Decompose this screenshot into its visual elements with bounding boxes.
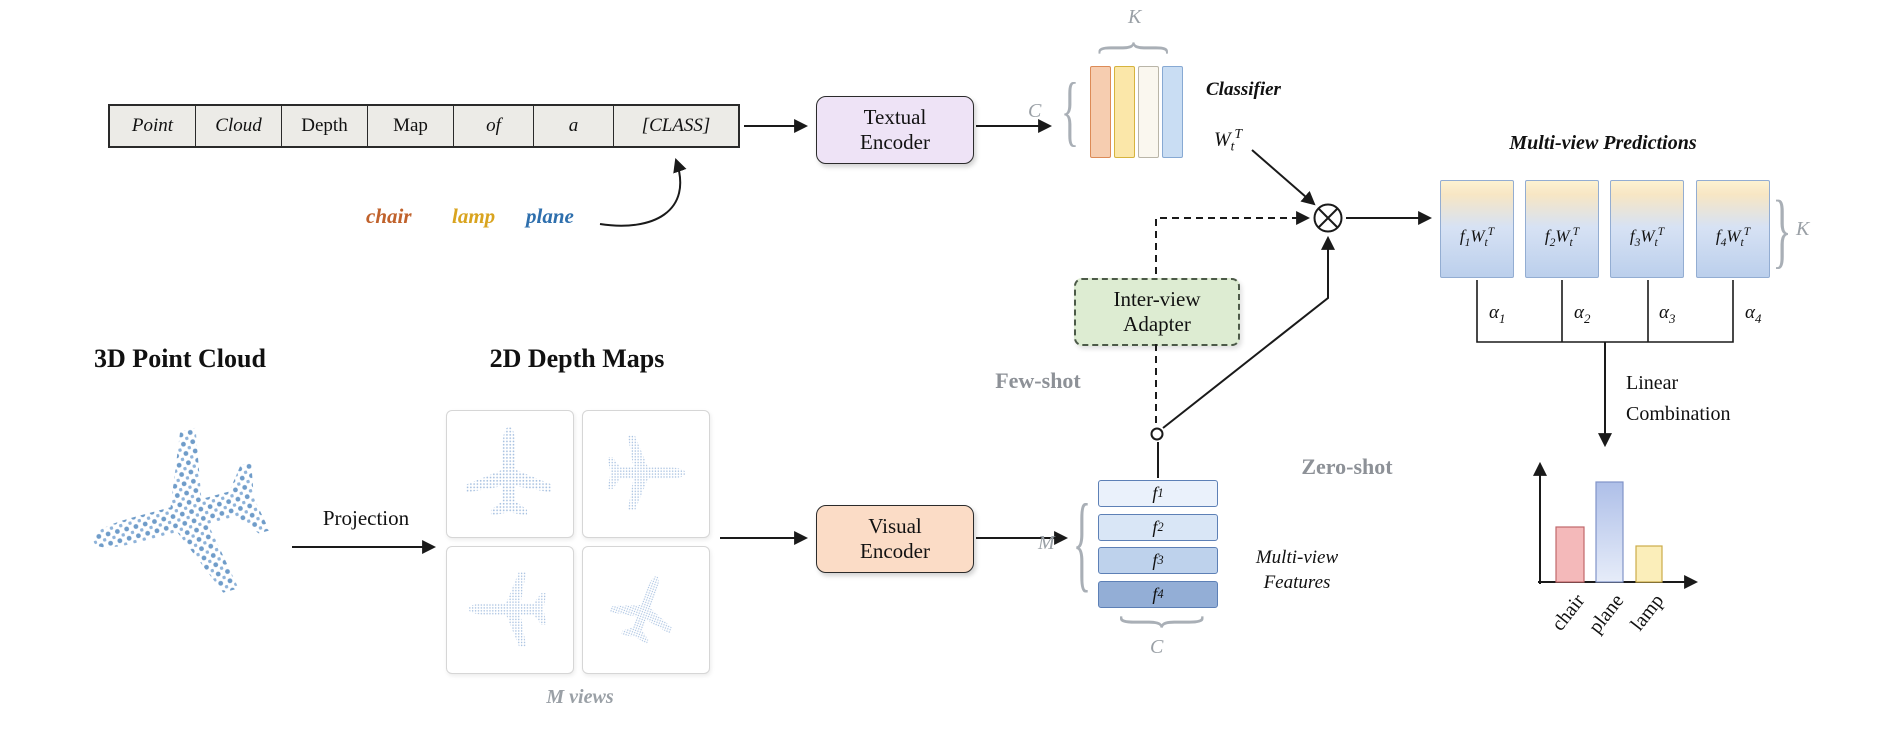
otimes-icon	[1313, 203, 1343, 233]
classifier-weight-label: WtT	[1214, 126, 1243, 154]
classifier-feature-bars	[1090, 66, 1183, 158]
depth-map-plane-top-left	[466, 427, 552, 516]
classifier-bar-3	[1138, 66, 1159, 158]
prompt-cell-a: a	[534, 106, 614, 146]
arrow-plane-word-to-class-cell	[599, 158, 687, 227]
point-cloud-title: 3D Point Cloud	[94, 344, 266, 373]
prompt-cell-class: [CLASS]	[641, 115, 711, 136]
prompt-cell-depth: Depth	[282, 106, 368, 146]
arrow-switch-to-otimes	[1162, 235, 1335, 429]
few-shot-label: Few-shot	[995, 368, 1081, 393]
classifier-bar-1	[1090, 66, 1111, 158]
brace-predictions-k: }	[1772, 181, 1792, 277]
prompt-table: Point Cloud Depth Map of a [CLASS]	[108, 104, 740, 148]
bar-lamp	[1635, 545, 1663, 583]
class-word-chair: chair	[366, 204, 412, 228]
features-m-label: M	[1038, 532, 1055, 554]
depth-map-plane-bottom-left	[468, 571, 547, 647]
classifier-bar-2	[1114, 66, 1135, 158]
classifier-bar-4	[1162, 66, 1183, 158]
result-bar-chart-bars	[1555, 481, 1663, 583]
switch-icon	[1150, 427, 1164, 441]
projection-label: Projection	[322, 506, 410, 530]
features-caption: Multi-view Features	[1255, 547, 1339, 593]
prediction-box-2: f2WtT	[1525, 180, 1599, 278]
textual-encoder-box: Textual Encoder	[816, 96, 974, 164]
zero-shot-label: Zero-shot	[1301, 454, 1393, 479]
bar-plane	[1595, 481, 1624, 583]
bar-chair	[1555, 526, 1585, 583]
linear-combination-label: Linear Combination	[1626, 372, 1731, 425]
prompt-cell-of: of	[454, 106, 534, 146]
prediction-comb-bracket	[1476, 280, 1734, 343]
class-word-plane: plane	[526, 204, 574, 228]
classifier-title: Classifier	[1206, 79, 1281, 100]
prediction-box-3: f3WtT	[1610, 180, 1684, 278]
m-views-label: M views	[546, 686, 614, 708]
depth-map-plane-top-right	[607, 435, 686, 511]
prediction-box-4: f4WtT	[1696, 180, 1770, 278]
alpha-4-label: α4	[1745, 302, 1762, 326]
dashed-adapter-to-otimes	[1155, 211, 1311, 274]
predictions-k-label: K	[1796, 218, 1810, 240]
brace-left-c: {	[1060, 68, 1080, 156]
classifier-k-label: K	[1128, 6, 1142, 28]
depth-map-plane-bottom-right	[603, 565, 688, 651]
features-c-label: C	[1150, 636, 1164, 658]
prompt-cell-point: Point	[110, 106, 196, 146]
alpha-1-label: α1	[1489, 302, 1506, 326]
classifier-c-label: C	[1028, 100, 1042, 122]
prompt-cell-cloud: Cloud	[196, 106, 282, 146]
prediction-box-1: f1WtT	[1440, 180, 1514, 278]
predictions-title: Multi-view Predictions	[1509, 132, 1697, 154]
alpha-3-label: α3	[1659, 302, 1676, 326]
alpha-2-label: α2	[1574, 302, 1591, 326]
class-word-lamp: lamp	[452, 204, 496, 228]
brace-features-m: {	[1072, 484, 1092, 604]
visual-encoder-box: Visual Encoder	[816, 505, 974, 573]
arrow-classifier-to-otimes	[1251, 149, 1316, 206]
point-cloud-plane-illustration	[71, 416, 282, 622]
depth-maps-title: 2D Depth Maps	[489, 344, 665, 373]
inter-view-adapter-box: Inter-view Adapter	[1074, 278, 1240, 346]
prompt-cell-map: Map	[368, 106, 454, 146]
